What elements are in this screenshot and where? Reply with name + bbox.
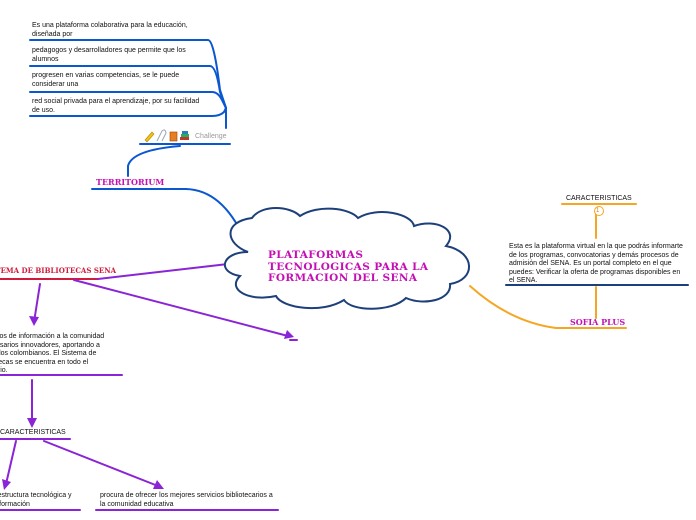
- arrowhead-item-2: [153, 480, 164, 489]
- bibliotecas-node[interactable]: SISTEMA DE BIBLIOTECAS SENA: [0, 266, 117, 275]
- territorium-note-connector-4: [29, 107, 227, 117]
- sofiaplus-characteristics-badge-shape: [594, 206, 604, 216]
- bibliotecas-characteristic-2: procura de ofrecer los mejores servicios…: [100, 492, 273, 508]
- territorium-note-connector-3: [29, 91, 227, 109]
- sofiaplus-characteristics-badge: 1: [596, 208, 600, 214]
- bibliotecas-characteristic-1: infraestructura tecnológica y de informa…: [0, 492, 72, 508]
- arrowhead-stray: [284, 330, 294, 339]
- territorium-note-4: red social privada para el aprendizaje, …: [32, 98, 200, 114]
- territorium-note-3: progresen en varias competencias, se le …: [32, 72, 180, 88]
- sofiaplus-node[interactable]: SOFIA PLUS: [570, 317, 626, 327]
- books-stack-icon: [180, 131, 189, 140]
- territorium-badge-text: Challenge: [195, 133, 227, 140]
- central-to-bibliotecas: [97, 263, 229, 280]
- bibliotecas-description: recursos de información a la comunidad e…: [0, 333, 105, 374]
- central-topic[interactable]: PLATAFORMAS TECNOLOGICAS PARA LA FORMACI…: [268, 249, 429, 284]
- clip-icon: [156, 129, 167, 142]
- territorium-to-badge: [127, 145, 181, 177]
- arrowhead-description: [29, 316, 39, 326]
- characteristics-to-item-1: [5, 440, 17, 485]
- arrowhead-characteristics: [27, 418, 37, 428]
- arrowhead-item-1: [2, 479, 11, 490]
- bibliotecas-characteristics-label: CARACTERISTICAS: [0, 429, 66, 436]
- characteristics-to-item-2: [43, 440, 159, 487]
- territorium-node[interactable]: TERRITORIUM: [96, 177, 165, 187]
- pencil-icon: [144, 131, 155, 143]
- sofiaplus-characteristics-label: CARACTERISTICAS: [566, 195, 632, 202]
- territorium-note-1: Es una plataforma colaborativa para la e…: [32, 22, 188, 38]
- book-icon: [169, 131, 178, 142]
- bibliotecas-to-stray: [73, 279, 289, 337]
- sofiaplus-description: Esta es la plataforma virtual en la que …: [509, 243, 683, 284]
- bibliotecas-to-description: [33, 283, 41, 323]
- territorium-note-connector-2: [29, 65, 227, 109]
- central-cloud-shape: [223, 207, 470, 310]
- central-to-sofiaplus: [469, 285, 627, 329]
- territorium-note-2: pedagogos y desarrolladores que permite …: [32, 47, 186, 63]
- territorium-badge-icons: [144, 129, 189, 143]
